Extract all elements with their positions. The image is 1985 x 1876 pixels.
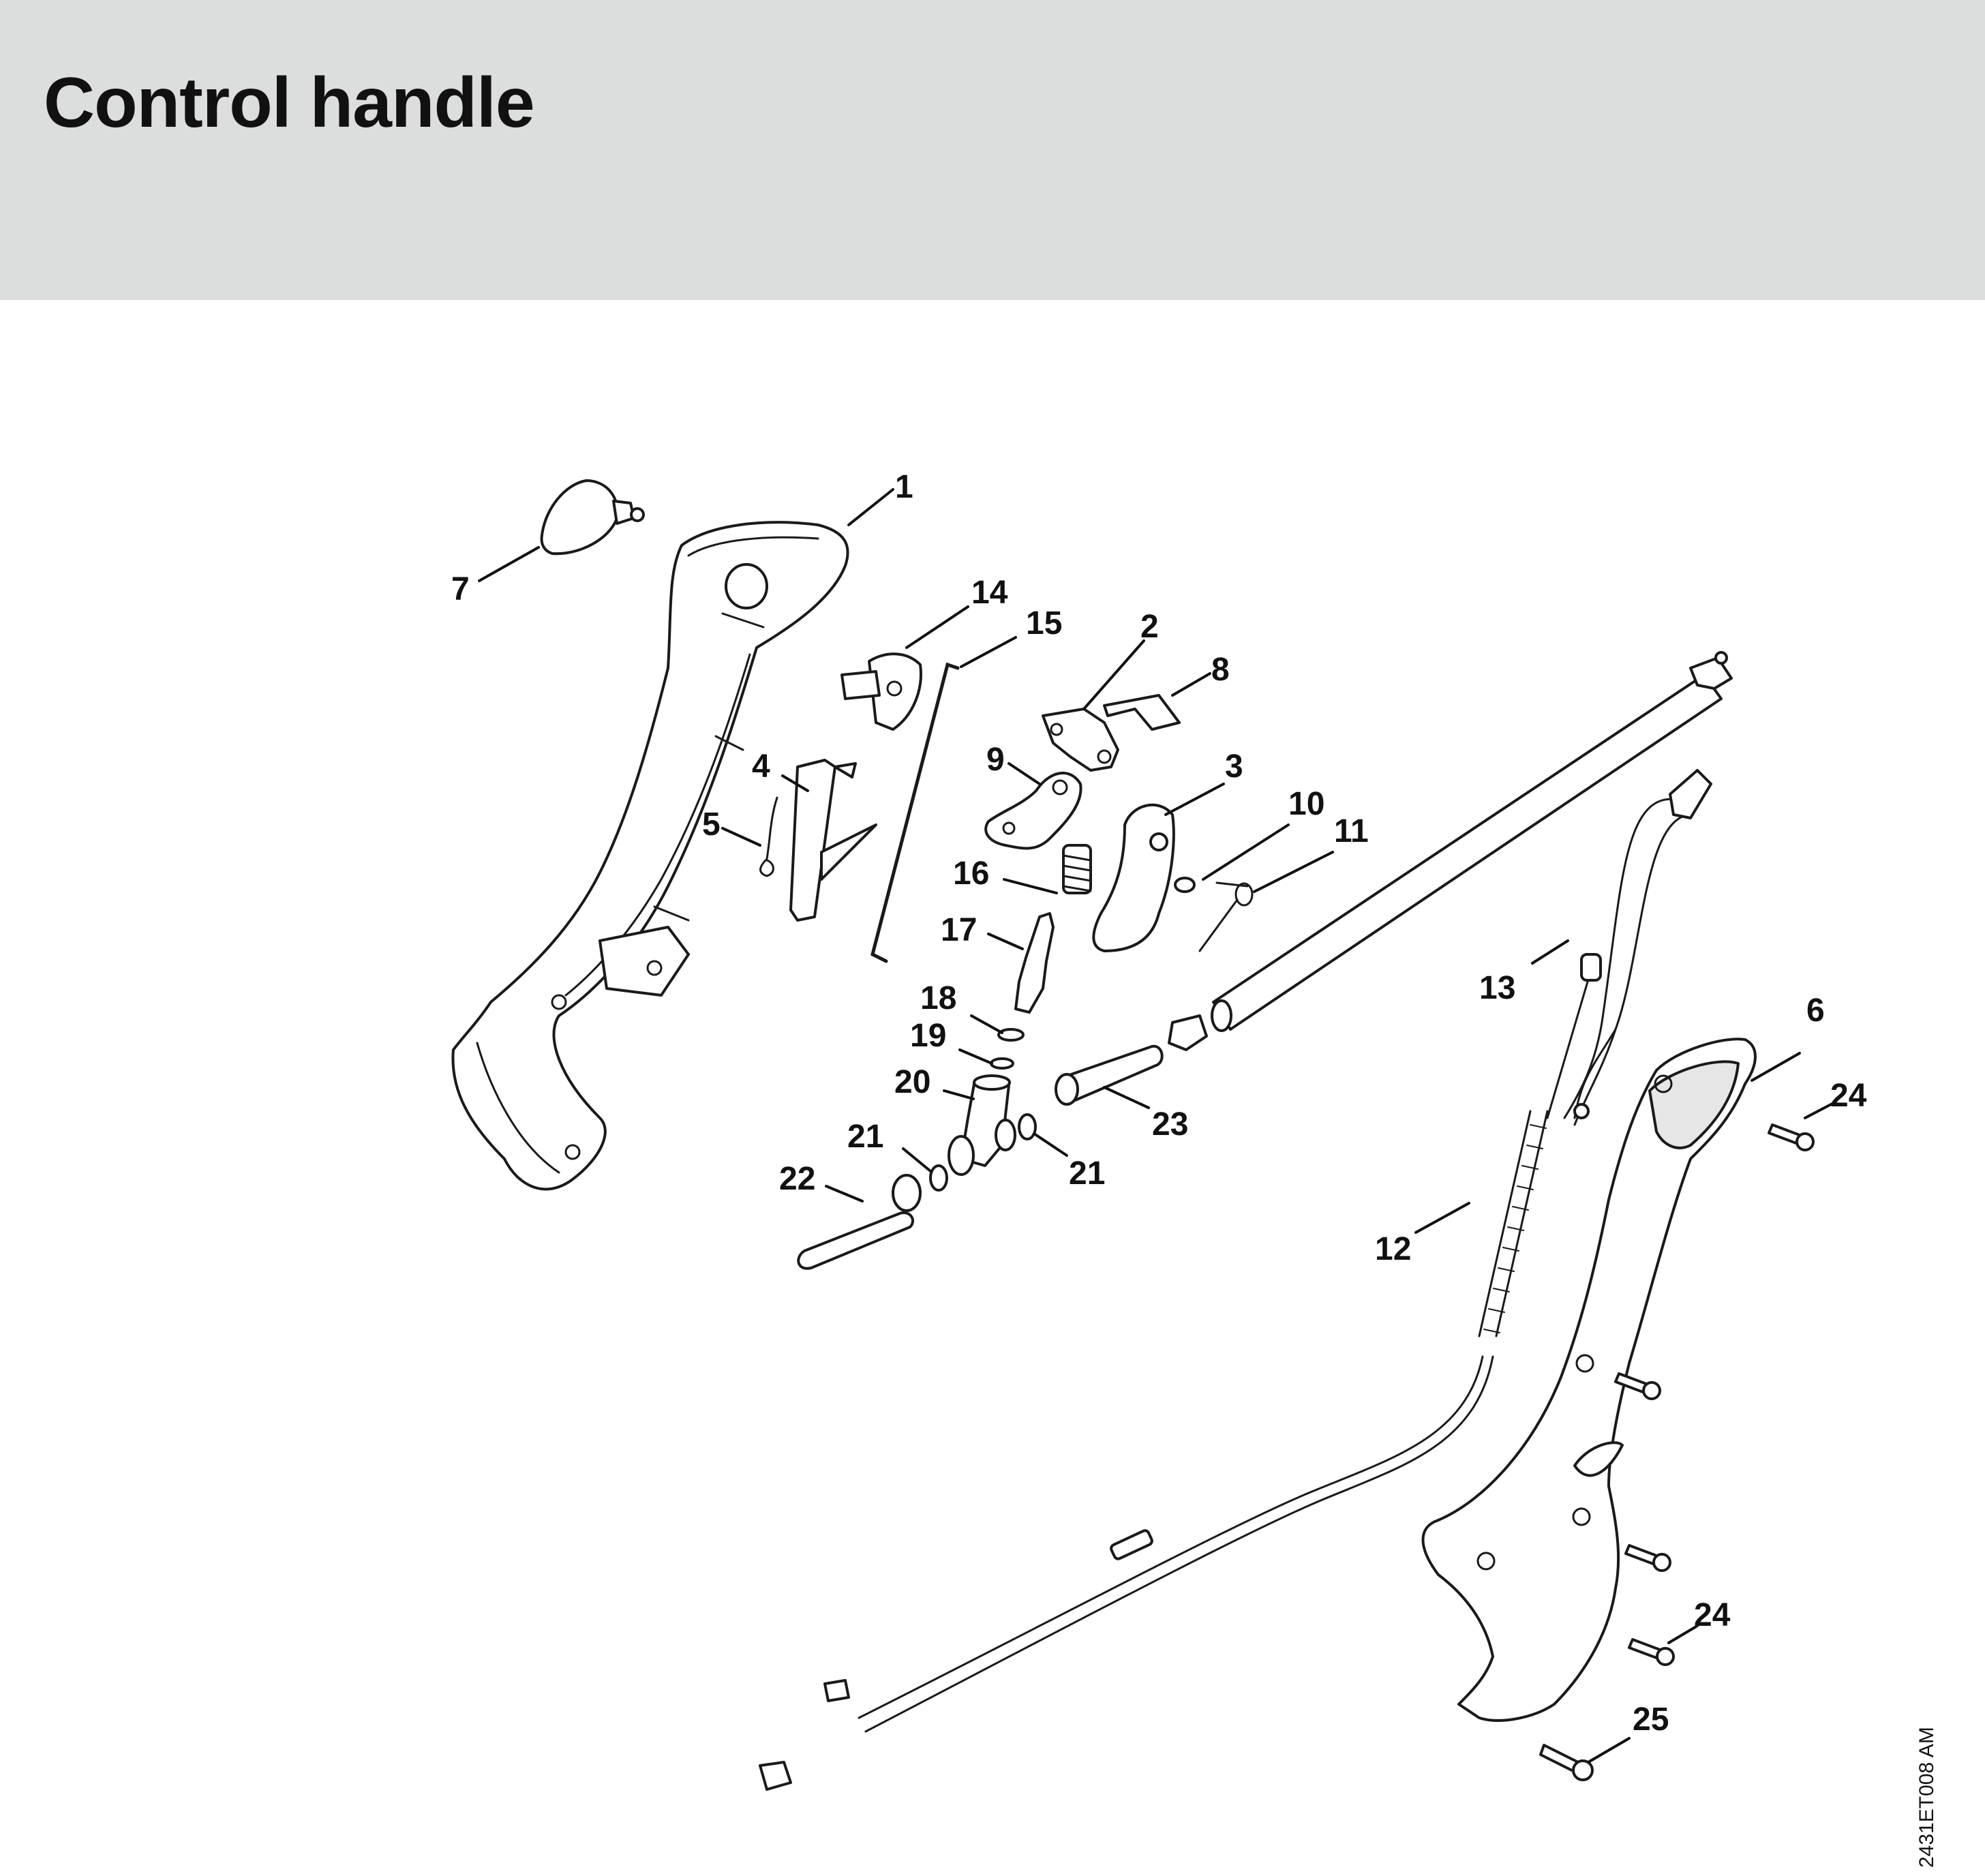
callout-23: 23 — [1152, 1106, 1188, 1143]
part-2 — [1042, 708, 1119, 772]
spring-part-5 — [759, 796, 778, 877]
pin-part-10 — [1174, 877, 1196, 893]
callout-21b: 21 — [1069, 1155, 1105, 1192]
screw-part-25 — [1539, 1744, 1594, 1781]
handle-housing-left — [451, 521, 849, 1191]
callout-3: 3 — [1225, 748, 1243, 785]
callout-20: 20 — [894, 1064, 930, 1100]
ring-part-19 — [990, 1057, 1014, 1070]
ring-part-18 — [997, 1028, 1025, 1042]
callout-25: 25 — [1633, 1701, 1669, 1738]
callout-22: 22 — [779, 1161, 815, 1197]
screw-part-24-b — [1614, 1372, 1661, 1400]
part-14 — [840, 652, 922, 731]
fitting-part-22 — [797, 1174, 922, 1270]
callout-13: 13 — [1479, 970, 1515, 1006]
cap-part-7 — [540, 479, 645, 556]
page-title: Control handle — [44, 63, 535, 142]
leader-lines — [478, 488, 1835, 1764]
screw-part-24-d — [1628, 1638, 1675, 1666]
callout-15: 15 — [1026, 605, 1062, 641]
callout-24a: 24 — [1830, 1078, 1867, 1114]
oring-part-21-b — [1018, 1113, 1037, 1140]
valve-part-17 — [1014, 912, 1055, 1014]
callout-17: 17 — [941, 912, 977, 948]
handle-housing-right — [1421, 1038, 1757, 1722]
callout-21a: 21 — [847, 1119, 883, 1155]
spring-part-16 — [1062, 844, 1092, 894]
callout-1: 1 — [895, 469, 913, 505]
hose — [1168, 651, 1733, 1051]
exploded-parts-diagram: 1 7 14 15 2 8 9 4 5 3 10 11 16 17 18 19 … — [451, 469, 1867, 1791]
cable-part-12 — [759, 1110, 1549, 1791]
callout-16: 16 — [953, 856, 989, 892]
callout-18: 18 — [920, 980, 956, 1016]
rod-part-15 — [870, 662, 960, 963]
header-band: Control handle — [0, 0, 1985, 300]
spring-part-11 — [1198, 881, 1254, 952]
callout-4: 4 — [752, 748, 770, 785]
fitting-part-23 — [1055, 1044, 1164, 1106]
cable-part-13 — [1546, 769, 1712, 1126]
bracket-part-8 — [1103, 694, 1181, 731]
callout-2: 2 — [1140, 609, 1159, 645]
callout-10: 10 — [1288, 786, 1324, 822]
callout-24b: 24 — [1694, 1597, 1731, 1633]
drawing-code: 2431ET008 AM — [1915, 1727, 1938, 1868]
part-4 — [789, 759, 877, 922]
callout-labels: 1 7 14 15 2 8 9 4 5 3 10 11 16 17 18 19 … — [451, 469, 1867, 1738]
screw-part-24-a — [1768, 1123, 1815, 1151]
callout-12: 12 — [1375, 1231, 1411, 1267]
callout-7: 7 — [451, 571, 470, 607]
callout-11: 11 — [1334, 813, 1369, 849]
callout-6: 6 — [1806, 993, 1825, 1029]
oring-part-21-a — [929, 1164, 948, 1192]
trigger-part-3 — [1092, 803, 1175, 952]
callout-5: 5 — [702, 806, 721, 843]
lever-part-9 — [984, 772, 1082, 850]
elbow-part-20 — [948, 1074, 1016, 1176]
callout-19: 19 — [910, 1018, 946, 1054]
callout-9: 9 — [986, 742, 1005, 778]
callout-8: 8 — [1211, 652, 1230, 688]
screw-part-24-c — [1624, 1544, 1671, 1572]
callout-14: 14 — [971, 575, 1008, 611]
